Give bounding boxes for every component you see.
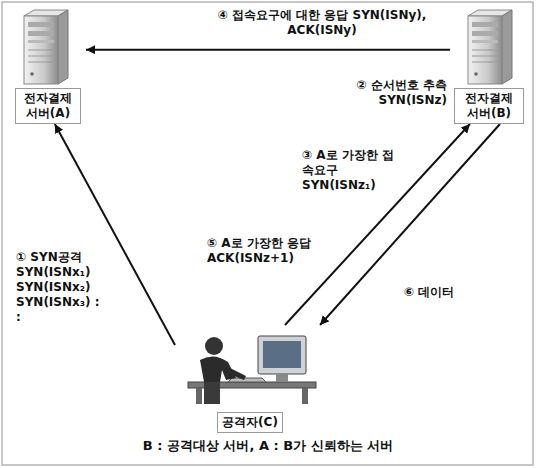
server-icon xyxy=(24,10,68,84)
step-label: ③ A로 가장한 접속요구 SYN(ISNz₁) xyxy=(300,148,399,193)
server-icon xyxy=(468,10,512,84)
server-node: 전자결제 서버(B) xyxy=(450,6,528,124)
server-node: 전자결제 서버(A) xyxy=(10,6,86,124)
node-label: 전자결제 서버(A) xyxy=(15,88,81,124)
step-label: ⑤ A로 가장한 응답 ACK(ISNz+1) xyxy=(205,236,321,266)
node-label: 공격자(C) xyxy=(217,412,283,433)
step-label: ② 순서번호 추측 SYN(ISNz) xyxy=(330,78,449,108)
server-node: 공격자(C) xyxy=(175,325,325,433)
step-label: ① SYN공격 SYN(ISNx₁) SYN(ISNx₂) SYN(ISNx₃)… xyxy=(14,250,110,325)
step-label: ④ 접속요구에 대한 응답 SYN(ISNy), ACK(ISNy) xyxy=(200,8,444,38)
node-label: 전자결제 서버(B) xyxy=(454,88,524,124)
attacker-figure xyxy=(188,336,316,404)
step-label: ⑥ 데이터 xyxy=(402,285,496,300)
arrow-line xyxy=(86,49,450,51)
caption: B : 공격대상 서버, A : B가 신뢰하는 서버 xyxy=(20,438,516,454)
